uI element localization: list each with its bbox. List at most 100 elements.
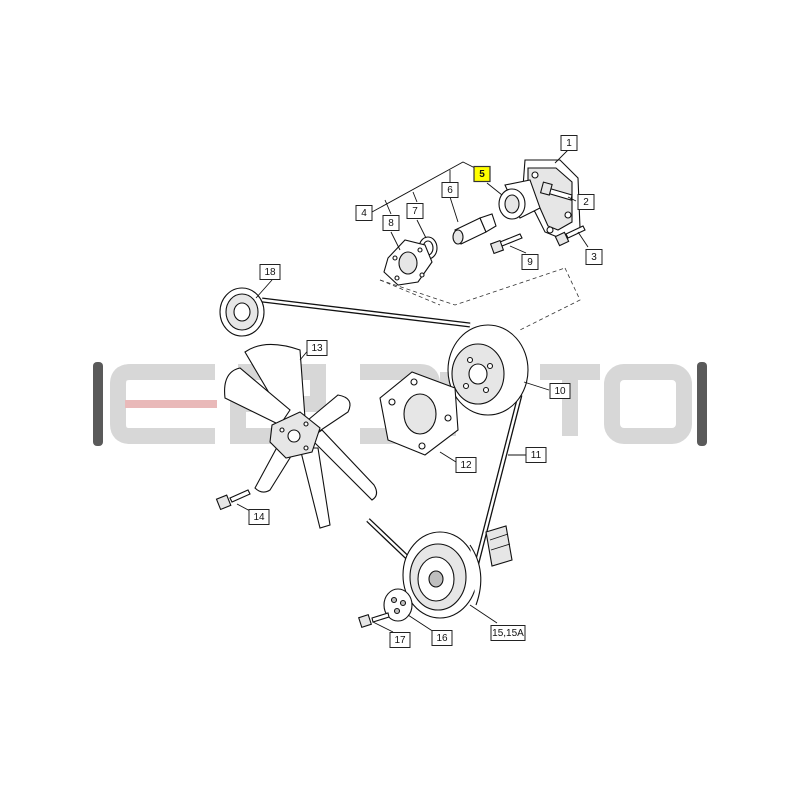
callout-label-11: 11 — [531, 450, 542, 461]
callout-5: 5 — [473, 165, 491, 183]
bolt-14 — [215, 489, 251, 511]
crankshaft-nose — [485, 525, 513, 567]
callout-14: 14 — [248, 509, 270, 525]
callout-label-6: 6 — [447, 185, 453, 196]
callout-box-13 — [306, 340, 328, 356]
water-pump-pulley — [447, 324, 529, 416]
pump-pulley-hole-1 — [466, 356, 474, 364]
pump-shaft-tip — [479, 213, 497, 233]
pump-pulley-hole-4 — [462, 382, 470, 390]
callout-label-1: 1 — [566, 138, 572, 149]
crank-nose-spline — [485, 525, 513, 567]
assembly-lines — [379, 267, 581, 331]
washer-disc — [383, 588, 413, 622]
callout-label-14: 14 — [253, 512, 265, 523]
fan-blade-right — [309, 429, 378, 501]
pump-hub — [383, 239, 433, 286]
callout-2: 2 — [577, 194, 595, 210]
callout-box-6 — [441, 182, 459, 198]
callout-4: 4 — [355, 205, 373, 221]
bolt-9-head — [489, 239, 505, 255]
callout-label-10: 10 — [554, 386, 566, 397]
pump-shaft — [452, 213, 497, 245]
bolt-9 — [489, 233, 523, 255]
watermark-letter-5 — [540, 364, 600, 436]
pump-hub-hole-4 — [394, 275, 400, 281]
callout-18: 18 — [259, 264, 281, 280]
callout-box-7 — [406, 203, 424, 219]
washer-hole-1 — [390, 596, 398, 604]
bolt-14-shaft — [229, 489, 251, 503]
crank-pulley-center — [428, 570, 444, 588]
leader-4-bracket — [371, 161, 484, 213]
belt-right-run-inner — [468, 394, 522, 591]
drive-belt — [261, 297, 523, 591]
pump-housing-hole-2 — [564, 211, 572, 219]
callout-box-2 — [577, 194, 595, 210]
fan-hub-hole-1 — [279, 427, 285, 433]
callout-box-4 — [355, 205, 373, 221]
callout-label-13: 13 — [311, 343, 323, 354]
callout-label-12: 12 — [460, 460, 472, 471]
callout-16: 16 — [431, 630, 453, 646]
crank-nose-spline-line-1 — [489, 533, 509, 541]
callout-15: 15,15A — [490, 625, 526, 641]
callout-17: 17 — [389, 632, 411, 648]
fan-blade-bottom — [299, 447, 331, 529]
callout-box-18 — [259, 264, 281, 280]
callout-9: 9 — [521, 254, 539, 270]
pump-housing-hole-1 — [531, 171, 539, 179]
leader-10 — [523, 381, 550, 391]
pump-pulley-center — [468, 363, 488, 385]
leader-16 — [407, 614, 435, 633]
leader-15 — [469, 604, 498, 624]
callout-label-17: 17 — [394, 635, 406, 646]
callout-box-16 — [431, 630, 453, 646]
callout-box-12 — [455, 457, 477, 473]
callout-12: 12 — [455, 457, 477, 473]
callout-label-5: 5 — [479, 169, 485, 180]
leader-5 — [486, 182, 503, 196]
bolt-17-head — [358, 614, 372, 628]
bolt-9-shaft — [499, 233, 523, 247]
callout-label-9: 9 — [527, 257, 533, 268]
fan-blade-upper-right — [307, 394, 351, 433]
callout-label-3: 3 — [591, 252, 597, 263]
watermark-letter-c — [110, 364, 215, 444]
pump-outlet-inner — [504, 194, 520, 214]
watermark-red-stroke — [125, 400, 217, 408]
fan-hub-center — [287, 429, 301, 443]
leader-1 — [554, 149, 569, 164]
washer-hole-3 — [393, 607, 401, 615]
callout-label-16: 16 — [436, 633, 448, 644]
callout-13: 13 — [306, 340, 328, 356]
fan-spacer-bore — [403, 393, 437, 435]
bolt-17 — [358, 612, 390, 628]
callout-box-5 — [473, 165, 491, 183]
leader-17 — [372, 621, 394, 633]
fan-hub-hole-3 — [303, 445, 309, 451]
bolt-2 — [539, 181, 573, 201]
crankshaft-pulley — [402, 531, 482, 619]
fan-spacer-hole-3 — [444, 414, 452, 422]
callout-7: 7 — [406, 203, 424, 219]
callout-10: 10 — [549, 383, 571, 399]
pump-housing-hole-3 — [546, 226, 554, 234]
leader-9 — [509, 245, 527, 254]
pump-hub-hole-3 — [419, 272, 425, 278]
pump-pulley-hole-2 — [486, 362, 494, 370]
callout-label-4: 4 — [361, 208, 367, 219]
fan-spacer-hole-1 — [388, 398, 396, 406]
idler-pulley — [219, 287, 265, 337]
bolt-3 — [554, 225, 586, 247]
leader-6 — [449, 170, 459, 223]
fan-spacer-hole-4 — [418, 442, 426, 450]
washer-hole-2 — [399, 599, 407, 607]
idler-pulley-hub — [233, 302, 251, 322]
pump-hub-hole-2 — [417, 247, 423, 253]
cooling-fan — [224, 343, 378, 529]
callout-box-11 — [525, 447, 547, 463]
pump-pulley-hole-3 — [482, 386, 490, 394]
bolt-3-shaft — [565, 225, 586, 239]
